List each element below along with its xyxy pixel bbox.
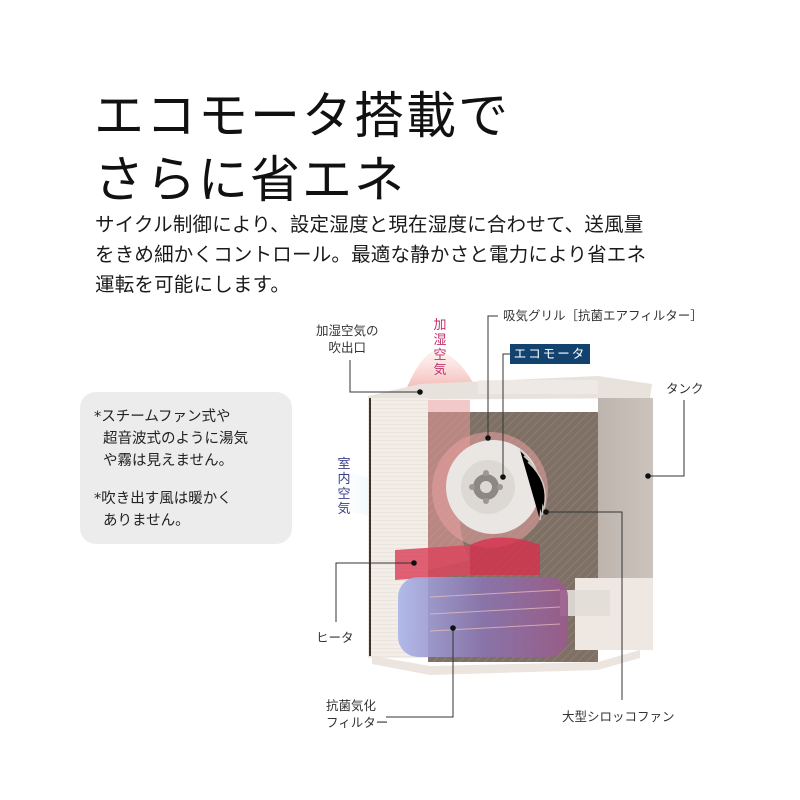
- description-line-3: 運転を可能にします。: [95, 273, 291, 296]
- headline-line-2: さらに省エネ: [94, 151, 406, 209]
- eco-motor-badge: エコモータ: [510, 344, 590, 364]
- vaporizing-filter: [398, 577, 568, 657]
- note-warm-air: *吹き出す風は暖かく ありません。: [94, 488, 232, 532]
- label-intake-grill: 吸気グリル［抗菌エアフィルター］: [503, 308, 703, 323]
- note-line: ありません。: [103, 513, 190, 529]
- tank: [598, 398, 653, 578]
- label-room-air: 室 内 空 気: [337, 457, 351, 517]
- label-heater: ヒータ: [316, 630, 354, 645]
- label-filter: 抗菌気化 フィルター: [326, 698, 389, 730]
- label-tank: タンク: [666, 381, 704, 396]
- note-line: や霧は見えません。: [103, 453, 234, 469]
- note-steam: *スチームファン式や 超音波式のように湯気 や霧は見えません。: [94, 406, 248, 472]
- label-humid-air: 加 湿 空 気: [433, 318, 447, 378]
- heater: [395, 545, 470, 580]
- description: サイクル制御により、設定湿度と現在湿度に合わせて、送風量 をきめ細かくコントロー…: [95, 210, 735, 300]
- humid-air-plume: [405, 350, 478, 392]
- headline: エコモータ搭載で さらに省エネ: [94, 84, 510, 212]
- description-line-1: サイクル制御により、設定湿度と現在湿度に合わせて、送風量: [95, 213, 644, 236]
- note-line: *スチームファン式や: [94, 409, 231, 425]
- headline-line-1: エコモータ搭載で: [94, 87, 510, 145]
- notes-box: *スチームファン式や 超音波式のように湯気 や霧は見えません。 *吹き出す風は暖…: [80, 392, 292, 544]
- note-line: *吹き出す風は暖かく: [94, 491, 232, 507]
- label-outlet: 加湿空気の 吹出口: [316, 323, 379, 355]
- description-line-2: をきめ細かくコントロール。最適な静かさと電力により省エネ: [95, 243, 647, 266]
- note-line: 超音波式のように湯気: [103, 431, 248, 447]
- label-sirocco-fan: 大型シロッコファン: [562, 709, 675, 724]
